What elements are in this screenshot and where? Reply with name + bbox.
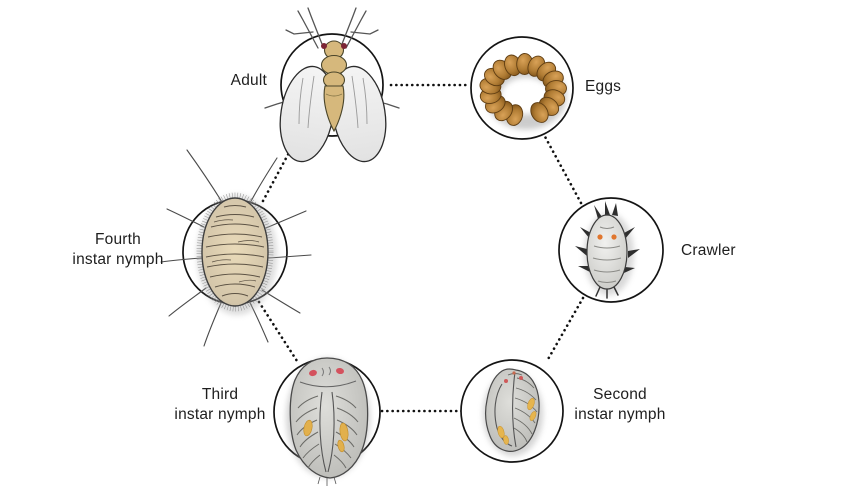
crawler-illustration — [575, 201, 640, 299]
third-instar-eye-spot — [336, 367, 344, 375]
stage-label-adult: Adult — [145, 71, 267, 91]
adult-wing-veins — [298, 75, 368, 129]
eggs-illustration — [479, 53, 567, 130]
connector-fourth-third — [257, 300, 299, 363]
third-instar-wax-patches — [303, 419, 349, 453]
second-instar-eye-spot — [504, 379, 508, 383]
fourth-instar-ridges — [205, 205, 265, 297]
stage-label-second-instar: Second instar nymph — [558, 385, 682, 425]
crawler-segments — [592, 226, 622, 283]
stage-label-eggs: Eggs — [585, 77, 705, 97]
adult-right-eye — [341, 43, 347, 49]
fourth-instar-illustration — [160, 149, 312, 347]
stage-label-line: instar nymph — [174, 405, 266, 423]
third-instar-body — [289, 357, 369, 479]
stage-label-line: Third — [201, 386, 239, 403]
crawler-right-eye — [611, 234, 617, 240]
adult-body — [320, 40, 348, 133]
connector-eggs-crawler — [541, 131, 583, 205]
fourth-instar-hair-fringe — [196, 192, 274, 312]
stage-label-third-instar: Third instar nymph — [158, 385, 282, 425]
crawler-left-eye — [597, 234, 603, 240]
stage-label-line: Adult — [230, 72, 267, 89]
second-instar-wax-patches — [497, 398, 537, 445]
connector-crawler-second — [545, 296, 585, 363]
egg-ring — [479, 53, 567, 126]
adult-left-eye — [321, 43, 327, 49]
stage-label-fourth-instar: Fourth instar nymph — [56, 230, 180, 270]
crawler-body — [586, 214, 628, 290]
third-instar-fringe — [317, 476, 337, 486]
stage-label-line: instar nymph — [72, 250, 164, 268]
crawler-legs — [595, 286, 619, 299]
stage-label-line: instar nymph — [574, 405, 666, 423]
third-instar-segments — [295, 366, 359, 473]
second-instar-eye-spot — [519, 376, 523, 380]
third-instar-eye-spot — [309, 369, 317, 377]
stage-label-line: Crawler — [681, 242, 736, 259]
connector-fourth-adult — [261, 147, 293, 203]
third-instar-illustration — [286, 357, 370, 486]
crawler-spikes — [575, 201, 640, 273]
second-instar-illustration — [483, 368, 543, 456]
stage-label-line: Eggs — [585, 78, 622, 95]
second-instar-eye-spot — [512, 371, 516, 375]
stage-label-crawler: Crawler — [681, 241, 811, 261]
stage-label-line: Fourth — [95, 231, 141, 248]
second-instar-segments — [494, 371, 538, 448]
stage-label-line: Second — [593, 386, 647, 403]
adult-illustration — [264, 7, 400, 163]
adult-wings — [279, 65, 387, 163]
adult-abdomen — [323, 85, 345, 133]
